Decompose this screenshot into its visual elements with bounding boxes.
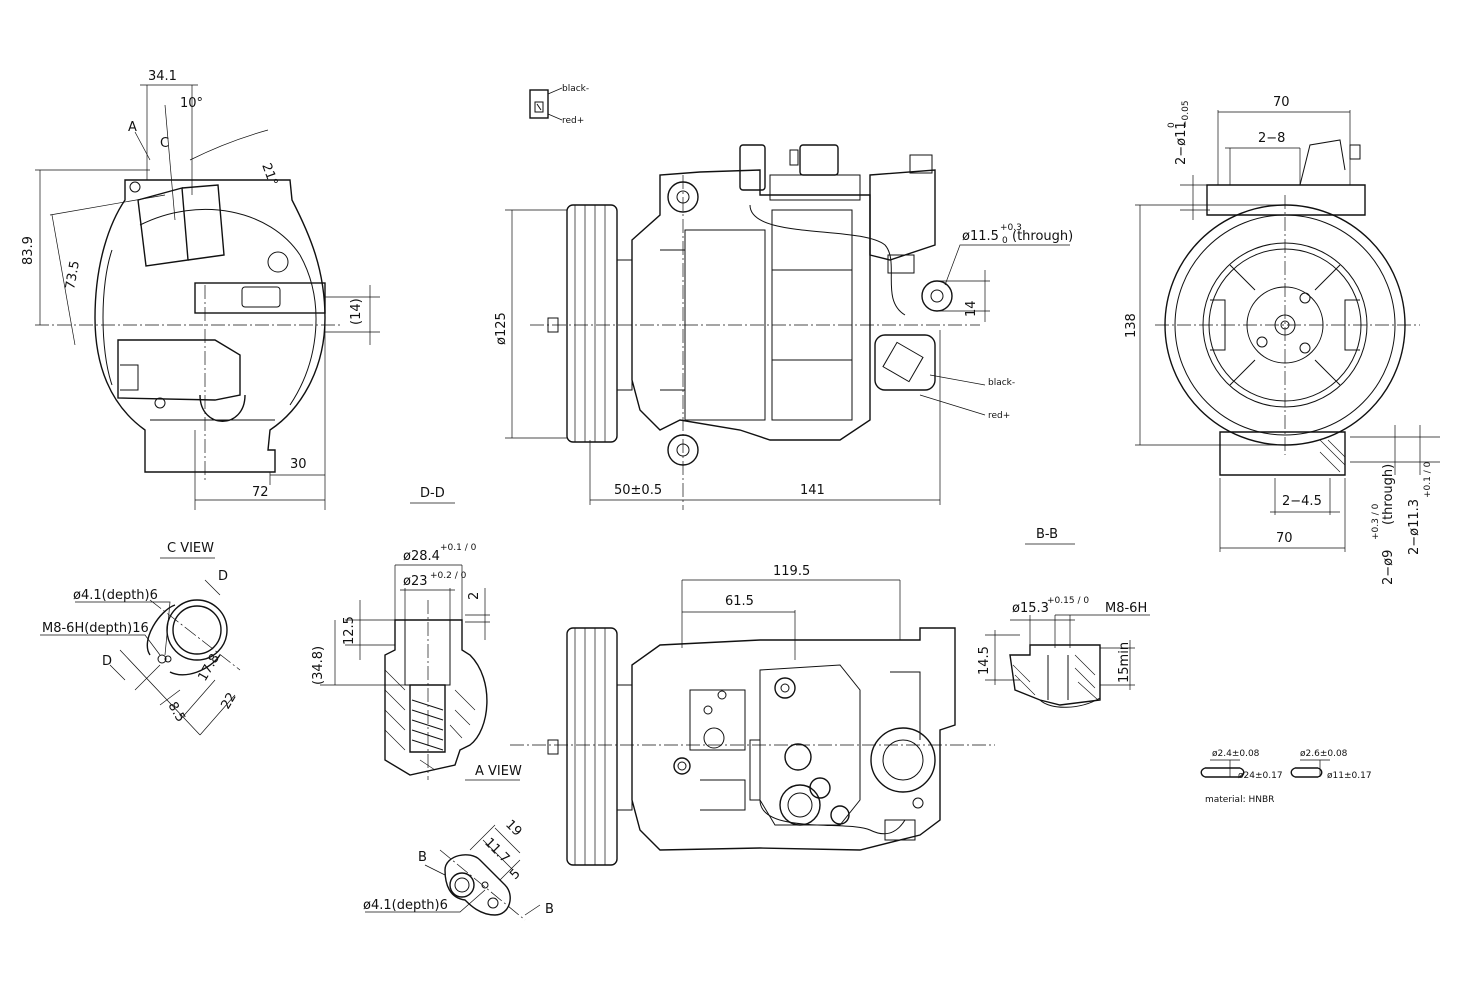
oring2-diameter: ø11±0.17 (1327, 771, 1372, 781)
dim-phi28-4: ø28.4 (403, 549, 440, 564)
dim-2-4-5: 2−4.5 (1282, 494, 1322, 509)
dim-2-phi11-tol-dn: −0.05 (1181, 100, 1191, 128)
front-black-label: black- (988, 378, 1015, 388)
dim-72: 72 (252, 485, 269, 500)
marker-a: A (128, 120, 137, 135)
dim-phi28-4-tol: +0.1 / 0 (440, 543, 477, 553)
dim-34-1: 34.1 (148, 69, 177, 84)
oring1-diameter: ø24±0.17 (1238, 771, 1283, 781)
dim-2-phi9-suffix: (through) (1381, 464, 1396, 525)
dim-5: 5 (507, 866, 523, 882)
dim-83-9: 83.9 (21, 236, 36, 265)
oring-material: material: HNBR (1205, 795, 1274, 805)
dim-50: 50±0.5 (614, 483, 662, 498)
bottom-view: 119.5 61.5 (510, 564, 995, 866)
dd-section: ø28.4 +0.1 / 0 ø23 +0.2 / 0 2 12.5 (34.8… (311, 543, 490, 780)
c-view-thread: M8-6H(depth)16 (42, 621, 149, 636)
front-red-label: red+ (988, 411, 1010, 421)
c-view-hole: ø4.1(depth)6 (73, 588, 158, 603)
dim-phi11-5-tol-dn: 0 (1002, 236, 1008, 246)
dim-2-phi11-3-tol: +0.1 / 0 (1423, 461, 1433, 498)
dim-73-5: 73.5 (63, 260, 83, 291)
dim-2-phi9: 2−ø9 (1381, 550, 1396, 585)
b-view-hole: ø4.1(depth)6 (363, 898, 448, 913)
label-d-d: D-D (420, 486, 445, 501)
dim-22: 22 (218, 690, 239, 712)
dim-2: 2 (467, 592, 482, 600)
dim-141: 141 (800, 483, 825, 498)
dim-phi125: ø125 (494, 312, 509, 345)
label-c-view: C VIEW (167, 541, 214, 556)
section-labels: D-D B-B C VIEW A VIEW (160, 486, 1075, 781)
c-view: ø4.1(depth)6 M8-6H(depth)16 D D 8.5 17.8… (40, 569, 241, 736)
dim-2-phi9-tol: +0.3 / 0 (1371, 503, 1381, 540)
dim-phi11-5-tol-up: +0.3 (1000, 223, 1022, 233)
dim-14-paren: (14) (349, 298, 364, 325)
dim-10-deg: 10° (180, 96, 203, 111)
dim-21-deg: 21° (258, 161, 280, 188)
bb-section: ø15.3 +0.15 / 0 M8-6H 14.5 15min (977, 596, 1150, 708)
dim-30: 30 (290, 457, 307, 472)
connector-red-label: red+ (562, 116, 584, 126)
oring2-thickness: ø2.6±0.08 (1300, 749, 1348, 759)
dim-138: 138 (1124, 313, 1139, 338)
dim-14-5: 14.5 (977, 646, 992, 675)
dim-phi15-3-tol: +0.15 / 0 (1047, 596, 1089, 606)
dim-14: 14 (964, 300, 979, 317)
marker-b-top: B (418, 850, 427, 865)
dim-70-top: 70 (1273, 95, 1290, 110)
dim-phi23-tol: +0.2 / 0 (430, 571, 467, 581)
dim-34-8: (34.8) (311, 646, 326, 685)
front-view: black- red+ ø125 14 ø11.5 +0.3 0 (throug… (494, 144, 1073, 510)
side-view-left: 34.1 10° 21° 83.9 73.5 (14) 30 72 A C (21, 69, 380, 510)
dim-2-phi11: 2−ø11 (1174, 121, 1189, 165)
o-ring-specs: ø2.4±0.08 ø24±0.17 material: HNBR ø2.6±0… (1200, 749, 1372, 805)
dim-phi11-5-suffix: (through) (1012, 229, 1073, 244)
dim-phi11-5: ø11.5 (962, 229, 999, 244)
bb-thread: M8-6H (1105, 601, 1147, 616)
marker-b-bottom: B (545, 902, 554, 917)
right-view: 70 2−8 2−ø11 0 −0.05 138 2−4.5 70 2−ø9 +… (1124, 95, 1440, 585)
dim-8-5: 8.5 (165, 700, 188, 725)
dim-11-7: 11.7 (481, 835, 512, 866)
dim-19: 19 (502, 817, 524, 839)
dim-70-bottom: 70 (1276, 531, 1293, 546)
marker-d-top: D (218, 569, 228, 584)
dim-61-5: 61.5 (725, 594, 754, 609)
dim-2-8: 2−8 (1258, 131, 1285, 146)
dim-phi15-3: ø15.3 (1012, 601, 1049, 616)
connector-detail-top: black- red+ (529, 84, 589, 126)
oring1-thickness: ø2.4±0.08 (1212, 749, 1260, 759)
dim-12-5: 12.5 (342, 616, 357, 645)
dim-119-5: 119.5 (773, 564, 810, 579)
b-view: B B 19 11.7 5 ø4.1(depth)6 (363, 817, 554, 921)
marker-c: C (160, 136, 169, 151)
marker-d-left: D (102, 654, 112, 669)
label-b-b: B-B (1036, 527, 1058, 542)
dim-2-phi11-tol-up: 0 (1167, 122, 1177, 128)
dim-15min: 15min (1117, 642, 1132, 683)
dim-2-phi11-3: 2−ø11.3 (1407, 499, 1422, 555)
label-a-view: A VIEW (475, 764, 522, 779)
connector-black-label: black- (562, 84, 589, 94)
dim-phi23: ø23 (403, 574, 428, 589)
